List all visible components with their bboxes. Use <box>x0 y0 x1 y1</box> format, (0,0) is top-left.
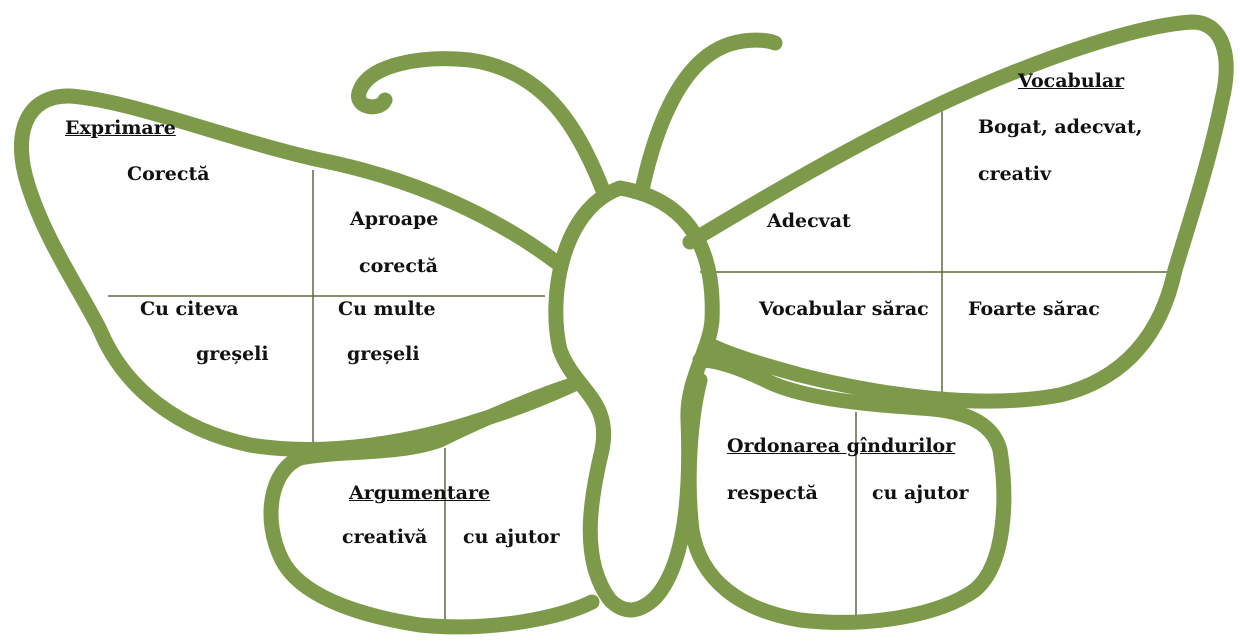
label-adecvat: Adecvat <box>767 212 851 231</box>
label-argumentare-cu-ajutor: cu ajutor <box>463 528 559 547</box>
label-ordonarea-cu-ajutor: cu ajutor <box>872 484 968 503</box>
heading-vocabular: Vocabular <box>1018 72 1124 91</box>
label-bogat-adecvat: Bogat, adecvat, <box>978 118 1142 137</box>
label-aproape-corecta: corectă <box>359 257 438 276</box>
label-creativ: creativ <box>978 165 1051 184</box>
label-respecta: respectă <box>727 484 818 503</box>
label-cu-multe: Cu multe <box>338 300 436 319</box>
antenna-right <box>642 40 775 190</box>
wing-lower-left <box>271 385 592 627</box>
label-cu-citeva: Cu citeva <box>140 300 239 319</box>
label-cu-citeva-greseli: greșeli <box>196 345 269 364</box>
heading-exprimare: Exprimare <box>65 119 176 138</box>
label-aproape: Aproape <box>350 210 438 229</box>
antenna-left <box>359 59 602 188</box>
butterfly-outline <box>21 22 1226 627</box>
wing-upper-left <box>21 96 572 449</box>
heading-argumentare: Argumentare <box>349 484 490 503</box>
label-corecta: Corectă <box>127 165 210 184</box>
label-foarte-sarac: Foarte sărac <box>968 300 1100 319</box>
label-cu-multe-greseli: greșeli <box>347 345 420 364</box>
label-creativa: creativă <box>342 528 427 547</box>
label-vocabular-sarac: Vocabular sărac <box>759 300 929 319</box>
heading-ordonarea-gindurilor: Ordonarea gîndurilor <box>727 437 955 456</box>
